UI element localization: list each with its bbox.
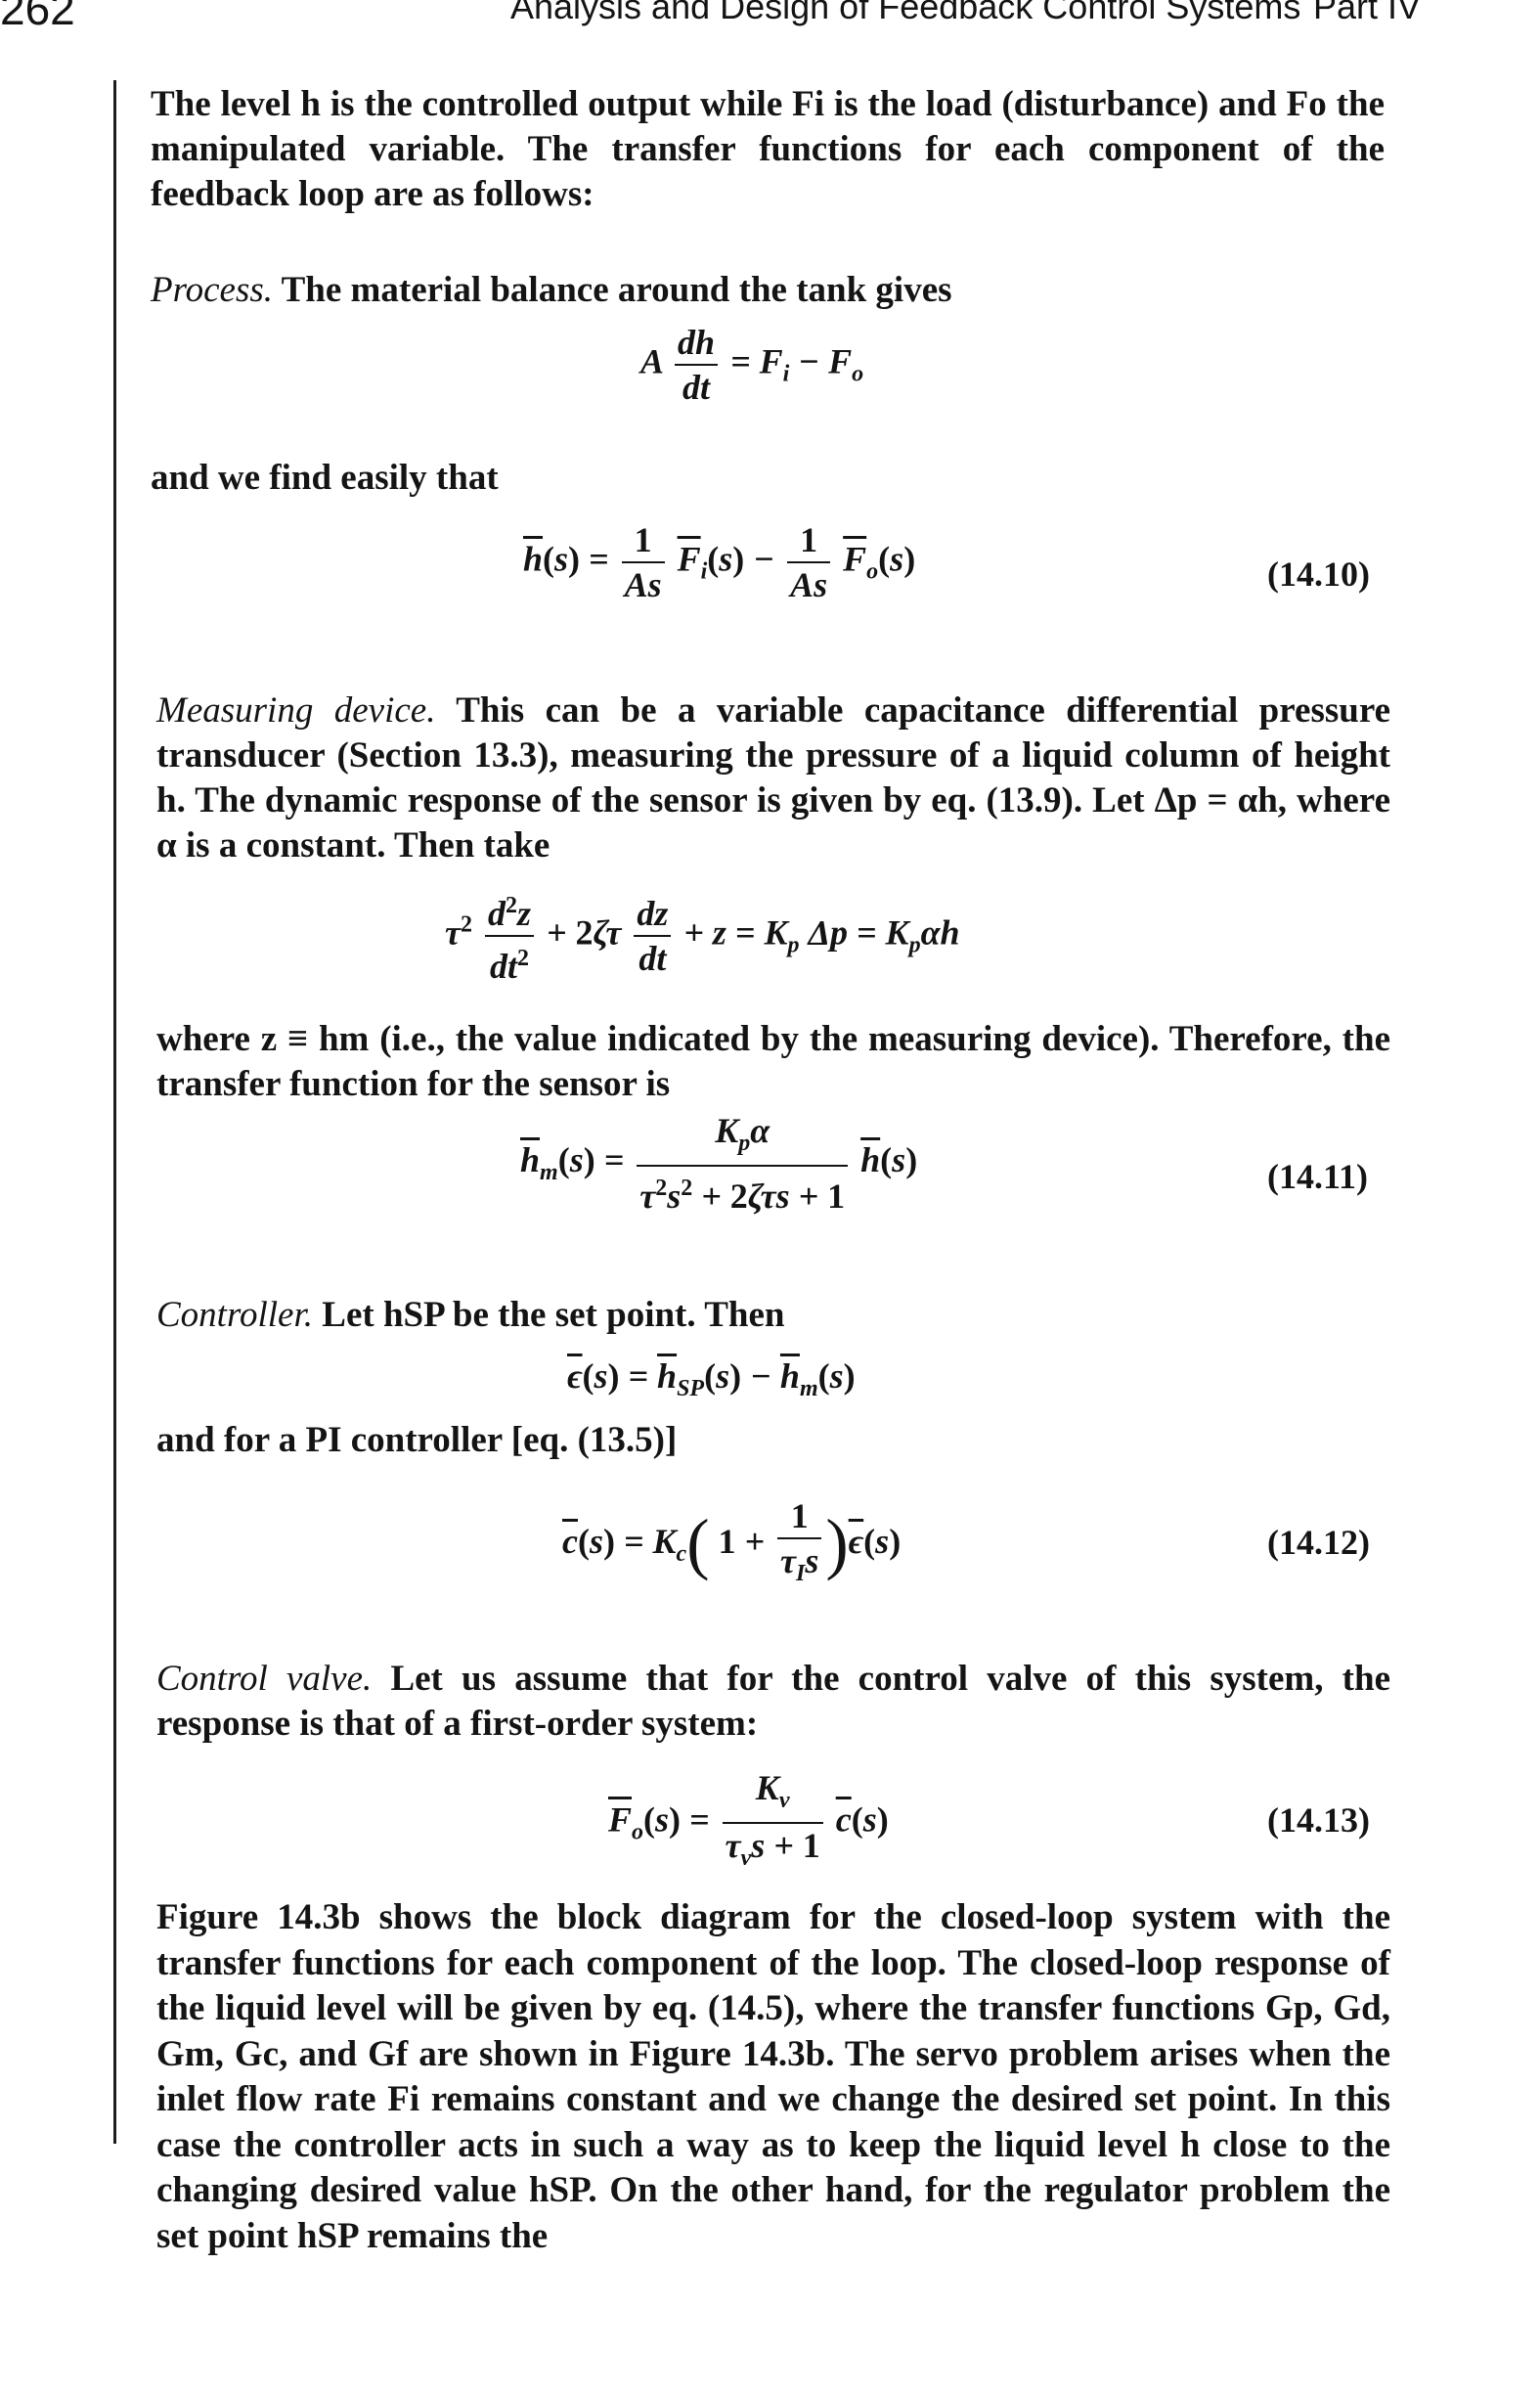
part-label: Part IV [1312, 0, 1421, 26]
equation-number-14-11: (14.11) [1267, 1157, 1368, 1196]
page-number: 262 [0, 0, 75, 34]
paragraph-process: Process. The material balance around the… [151, 268, 1385, 313]
paragraph-control-valve: Control valve. Let us assume that for th… [156, 1657, 1390, 1747]
paragraph-pi-controller: and for a PI controller [eq. (13.5)] [156, 1420, 678, 1460]
running-header: 262 Analysis and Design of Feedback Cont… [0, 0, 1540, 34]
paragraph-block-diagram: Figure 14.3b shows the block diagram for… [156, 1897, 1390, 2256]
paragraph-controller: Controller. Let hSP be the set point. Th… [156, 1293, 1390, 1338]
control-valve-lead: Control valve. [156, 1659, 373, 1699]
running-title: Analysis and Design of Feedback Control … [510, 0, 1301, 26]
equation-number-14-12: (14.12) [1267, 1523, 1370, 1562]
paragraph-intro: The level h is the controlled output whi… [151, 84, 1385, 214]
controller-lead: Controller. [156, 1295, 314, 1335]
paragraph-find: and we find easily that [151, 458, 499, 498]
equation-number-14-13: (14.13) [1267, 1800, 1370, 1840]
control-valve-text: Let us assume that for the control valve… [156, 1659, 1390, 1744]
process-lead: Process. [151, 270, 274, 310]
measuring-device-lead: Measuring device. [156, 690, 436, 731]
margin-rule [113, 80, 116, 2144]
equation-number-14-10: (14.10) [1267, 555, 1370, 594]
measuring-device-text: This can be a variable capacitance diffe… [156, 690, 1390, 866]
controller-text: Let hSP be the set point. Then [322, 1295, 785, 1335]
equation-error: ϵ(s) = hSP(s) − hm(s) [567, 1356, 856, 1402]
paragraph-where-z: where z ≡ hm (i.e., the value indicated … [156, 1019, 1390, 1104]
paragraph-measuring-device: Measuring device. This can be a variable… [156, 688, 1390, 868]
process-text: The material balance around the tank giv… [281, 270, 952, 310]
